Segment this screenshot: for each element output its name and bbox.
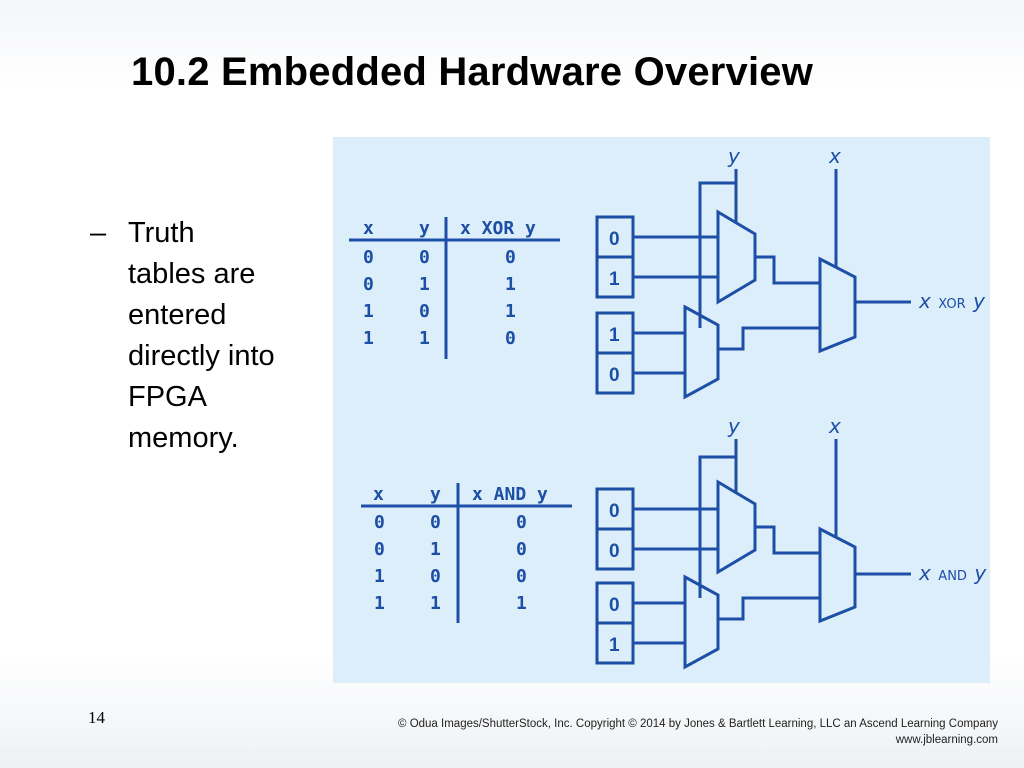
bullet-line: tables are	[128, 258, 256, 290]
xor-memory-cell: 1	[609, 269, 620, 290]
xor-cell: 1	[505, 301, 516, 322]
and-output-y: y	[973, 561, 987, 585]
and-cell: 0	[516, 512, 527, 533]
and-cell: 1	[374, 566, 385, 587]
xor-cell: 0	[419, 301, 430, 322]
and-cell: 0	[374, 512, 385, 533]
xor-memory-cell: 0	[609, 365, 620, 386]
xor-cell: 1	[363, 328, 374, 349]
bullet-line: Truth	[128, 217, 195, 249]
and-cell: 1	[374, 593, 385, 614]
xor-truth-table-lines	[349, 217, 560, 359]
xor-cell: 0	[505, 247, 516, 268]
xor-header-y: y	[419, 218, 430, 239]
xor-output-op: XOR	[938, 297, 965, 312]
bullet-dash: –	[90, 217, 107, 249]
and-input-x-label: x	[828, 414, 841, 438]
xor-memory-cell: 1	[609, 325, 620, 346]
xor-output-label: x XOR y	[918, 289, 986, 313]
and-memory-block	[595, 487, 635, 665]
xor-cell: 0	[505, 328, 516, 349]
slide-title: 10.2 Embedded Hardware Overview	[131, 50, 814, 94]
xor-cell: 1	[505, 274, 516, 295]
and-memory-cell: 0	[609, 595, 620, 616]
and-cell: 1	[430, 539, 441, 560]
xor-memory-block	[595, 215, 635, 395]
xor-memory-cell: 0	[609, 229, 620, 250]
and-memory-cell: 1	[609, 635, 620, 656]
and-header-x: x	[373, 484, 384, 505]
xor-mux-2	[683, 304, 720, 400]
bullet-line: entered	[128, 299, 227, 331]
xor-header-x: x	[363, 218, 374, 239]
xor-wires	[633, 169, 911, 375]
xor-header-output: x XOR y	[460, 218, 536, 239]
and-header-output: x AND y	[472, 484, 548, 505]
and-memory-cell: 0	[609, 501, 620, 522]
and-mux-3	[818, 526, 857, 624]
xor-cell: 1	[419, 274, 430, 295]
copyright-notice: © Odua Images/ShutterStock, Inc. Copyrig…	[398, 716, 998, 748]
and-mux-1	[716, 479, 757, 575]
and-cell: 0	[516, 539, 527, 560]
bullet-text: Truth tables are entered directly into F…	[128, 213, 328, 459]
and-cell: 0	[374, 539, 385, 560]
xor-input-y-label: y	[727, 144, 741, 168]
xor-output-y: y	[972, 289, 986, 313]
and-wires	[633, 439, 911, 645]
lookup-table-diagram: x y x XOR y 0 0 0 0 1 1 1 0 1 1 1 0 0 1 …	[349, 144, 987, 670]
and-cell: 1	[430, 593, 441, 614]
bullet-line: memory.	[128, 422, 239, 454]
xor-mux-3	[818, 256, 857, 354]
and-header-y: y	[430, 484, 441, 505]
xor-output-x: x	[918, 289, 931, 313]
xor-cell: 0	[419, 247, 430, 268]
and-output-x: x	[918, 561, 931, 585]
and-output-label: x AND y	[918, 561, 987, 585]
xor-mux-1	[716, 209, 757, 305]
and-cell: 0	[430, 566, 441, 587]
bullet-line: directly into	[128, 340, 275, 372]
and-cell: 1	[516, 593, 527, 614]
and-mux-2	[683, 574, 720, 670]
publisher-url: www.jblearning.com	[895, 734, 998, 746]
bullet-line: FPGA	[128, 381, 207, 413]
xor-truth-table: x y x XOR y 0 0 0 0 1 1 1 0 1 1 1 0	[363, 218, 536, 349]
and-truth-table-lines	[361, 483, 572, 623]
page-number: 14	[88, 708, 105, 727]
xor-cell: 1	[363, 301, 374, 322]
and-cell: 0	[430, 512, 441, 533]
copyright-line: © Odua Images/ShutterStock, Inc. Copyrig…	[398, 718, 998, 730]
and-truth-table: x y x AND y 0 0 0 0 1 0 1 0 0 1 1 1	[373, 484, 548, 614]
and-cell: 0	[516, 566, 527, 587]
and-input-y-label: y	[727, 414, 741, 438]
xor-cell: 0	[363, 247, 374, 268]
fpga-lookup-figure: x y x XOR y 0 0 0 0 1 1 1 0 1 1 1 0 0 1 …	[333, 137, 990, 683]
xor-input-x-label: x	[828, 144, 841, 168]
xor-cell: 1	[419, 328, 430, 349]
xor-cell: 0	[363, 274, 374, 295]
and-memory-cell: 0	[609, 541, 620, 562]
and-output-op: AND	[938, 569, 967, 584]
